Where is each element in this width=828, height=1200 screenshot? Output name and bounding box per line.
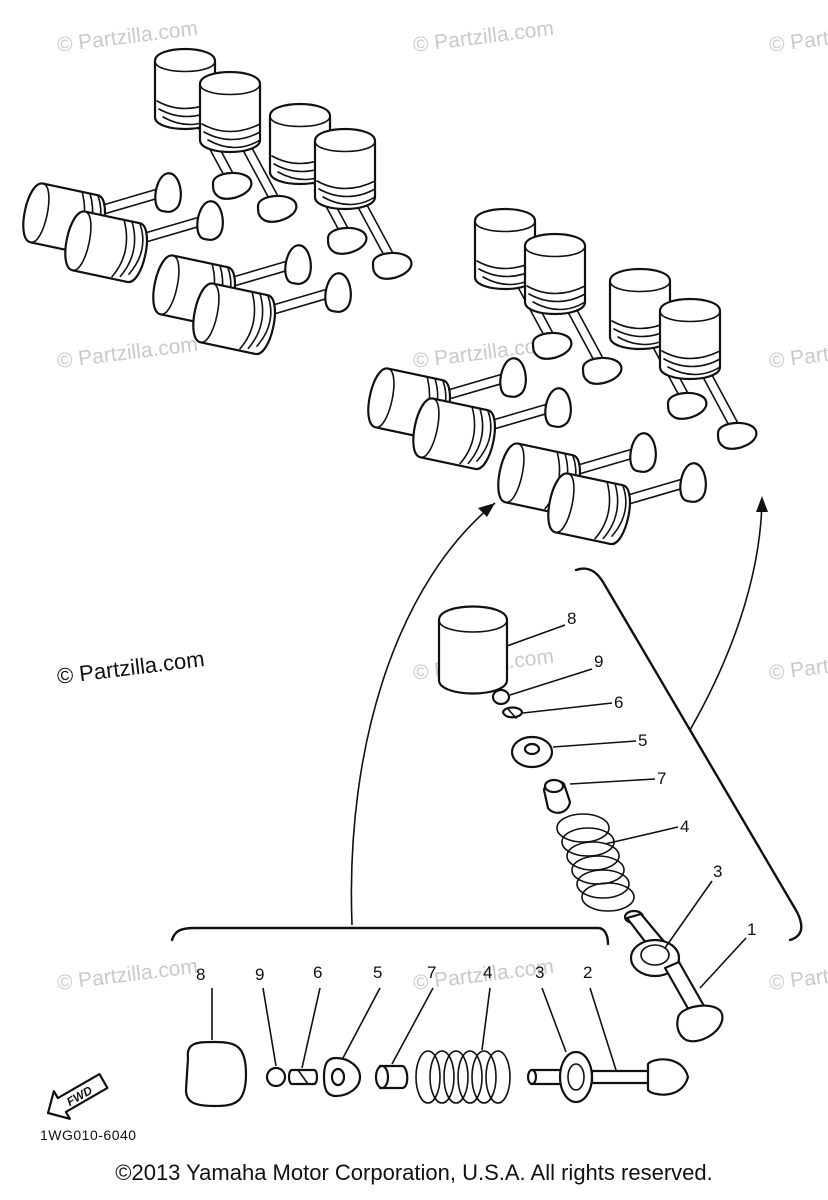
watermark-layer: © Partzilla.com © Partzilla.com © Partzi… (56, 17, 828, 995)
valve-retainer (322, 1056, 362, 1098)
callout-number: 4 (483, 963, 492, 982)
spring-seat-and-valve (623, 909, 724, 1043)
watermark-text: © Partzilla.com (56, 955, 199, 995)
callout-number: 7 (427, 963, 436, 982)
exploded-stack-diagonal (437, 605, 724, 1043)
valve-cotter (287, 1068, 319, 1086)
callout-number: 5 (373, 963, 382, 982)
fwd-arrow-icon: FWD (46, 1072, 109, 1120)
watermark-text: © Partzilla.com (56, 333, 199, 373)
callout-number: 6 (614, 693, 623, 712)
installation-arrows (350, 496, 768, 926)
watermark-text: © Partzilla.com (768, 17, 828, 57)
callout-number: 9 (255, 965, 264, 984)
callout-number: 3 (535, 963, 544, 982)
spring-seat-and-valve (526, 1050, 690, 1104)
callout-number: 1 (747, 920, 756, 939)
copyright-notice: ©2013 Yamaha Motor Corporation, U.S.A. A… (115, 1160, 713, 1185)
callouts-lower: 8 9 6 5 7 4 3 2 (196, 963, 592, 984)
valve-spring (556, 813, 635, 912)
callout-leaders-lower (211, 987, 617, 1071)
watermark-text: © Partzilla.com (412, 17, 555, 57)
callout-number: 6 (313, 963, 322, 982)
callout-number: 8 (196, 965, 205, 984)
valve-group-top-left (153, 47, 413, 280)
watermark-text: © Partzilla.com (768, 645, 828, 685)
callout-number: 9 (594, 652, 603, 671)
watermark-text: © Partzilla.com (768, 333, 828, 373)
valve-cotter (501, 706, 524, 719)
tappet-bucket (184, 1040, 248, 1108)
valve-spring (415, 1050, 511, 1104)
valve-retainer (510, 735, 554, 769)
pad-shim (491, 688, 511, 706)
bracket-diagonal (574, 567, 803, 942)
callout-number: 7 (657, 769, 666, 788)
callout-number: 8 (567, 609, 576, 628)
callout-number: 4 (680, 817, 689, 836)
stem-seal (542, 778, 572, 814)
callout-number: 2 (583, 963, 592, 982)
watermark-prominent: © Partzilla.com (56, 646, 206, 689)
callout-number: 5 (638, 731, 647, 750)
tappet-bucket (437, 605, 509, 695)
stem-seal (374, 1064, 409, 1090)
diagram-code: 1WG010-6040 (40, 1127, 137, 1143)
bracket-horizontal (170, 926, 610, 946)
pad-shim (265, 1066, 287, 1088)
exploded-stack-horizontal (184, 1040, 690, 1108)
callouts-upper: 8 9 6 5 7 4 3 1 (567, 609, 756, 939)
callout-number: 3 (713, 862, 722, 881)
watermark-text: © Partzilla.com (768, 955, 828, 995)
callout-leaders-upper (506, 624, 747, 989)
